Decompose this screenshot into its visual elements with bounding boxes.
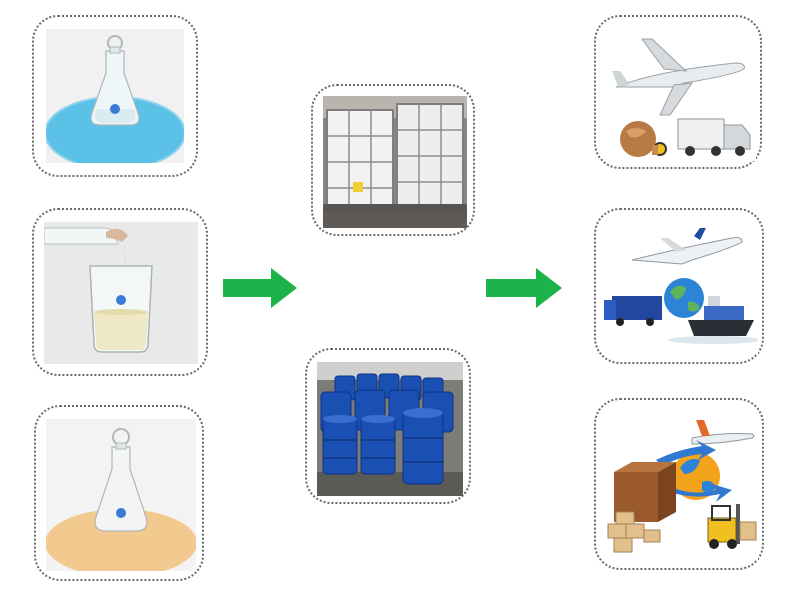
airplane-truck-image bbox=[604, 27, 756, 161]
arrow-right-icon bbox=[223, 268, 297, 308]
global-transport-image bbox=[604, 222, 758, 354]
blue-drums-image bbox=[317, 362, 463, 496]
shipping-card-air-road bbox=[594, 15, 762, 169]
product-card-beaker bbox=[32, 208, 208, 376]
shipping-card-logistics bbox=[594, 398, 764, 570]
packaging-card-drums bbox=[305, 348, 471, 504]
flask-on-blue-mat-image bbox=[46, 29, 184, 163]
product-card-flask-blue bbox=[32, 15, 198, 177]
pouring-beaker-image bbox=[44, 222, 198, 364]
ibc-tote-image bbox=[323, 96, 467, 228]
packaging-card-ibc bbox=[311, 84, 475, 236]
shipping-card-global bbox=[594, 208, 764, 364]
product-card-flask-tan bbox=[34, 405, 204, 581]
logistics-image bbox=[604, 412, 758, 560]
flask-on-tan-mat-image bbox=[46, 419, 196, 571]
arrow-right-icon bbox=[486, 268, 562, 308]
